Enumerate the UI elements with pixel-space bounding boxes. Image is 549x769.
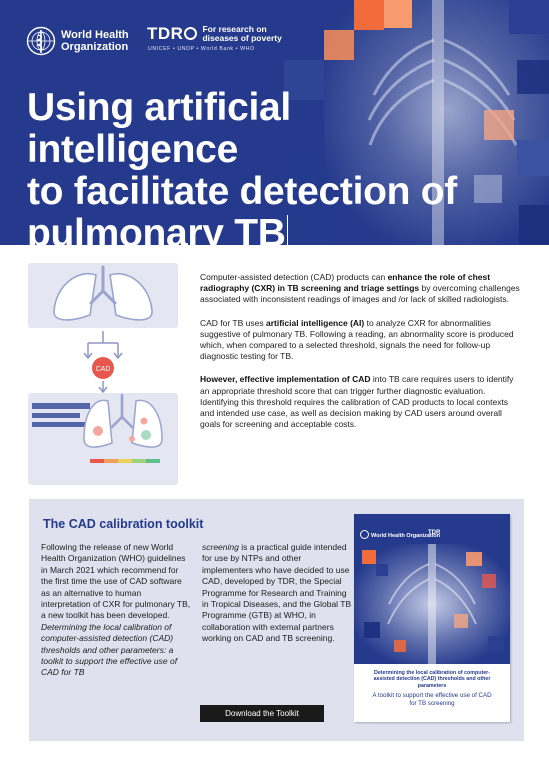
report-line bbox=[32, 422, 86, 427]
tdr-mark: TDR bbox=[147, 24, 198, 44]
tdr-logo[interactable]: TDR For research on diseases of poverty … bbox=[147, 24, 282, 52]
toolkit-title: The CAD calibration toolkit bbox=[43, 517, 204, 531]
cover-subtitle: A toolkit to support the effective use o… bbox=[372, 692, 492, 707]
toolkit-cover[interactable]: World Health Organization TDR Determinin… bbox=[354, 514, 510, 722]
intro-paragraph-3: However, effective implementation of CAD… bbox=[200, 374, 514, 430]
tdr-tagline-2: diseases of poverty bbox=[202, 33, 282, 43]
report-line bbox=[32, 413, 80, 418]
title-line-1: Using artificial intelligence bbox=[27, 86, 291, 171]
xray-mosaic bbox=[284, 0, 549, 245]
lungs-abnormal-icon bbox=[83, 393, 163, 448]
intro-paragraph-1: Computer-assisted detection (CAD) produc… bbox=[200, 272, 520, 305]
cad-badge bbox=[92, 357, 114, 379]
toolkit-column-2: screening is a practical guide intended … bbox=[202, 542, 352, 644]
cover-xray-image bbox=[354, 544, 510, 664]
who-logo-line1: World Health bbox=[61, 29, 129, 41]
who-logo[interactable]: World Health Organization bbox=[26, 26, 129, 56]
cover-title-box: Determining the local calibration of com… bbox=[354, 664, 510, 722]
intro-text: Computer-assisted detection (CAD) produc… bbox=[200, 272, 522, 442]
cad-illustration: CAD bbox=[28, 263, 178, 485]
toolkit-column-1: Following the release of new World Healt… bbox=[41, 542, 191, 678]
score-bar bbox=[90, 459, 160, 463]
report-line bbox=[32, 403, 90, 409]
cover-tdr-logo: TDR bbox=[428, 530, 441, 536]
tdr-sponsors: UNICEF • UNDP • World Bank • WHO bbox=[148, 46, 255, 52]
who-emblem-icon bbox=[26, 26, 56, 56]
lungs-icon bbox=[53, 265, 153, 321]
header-banner: World Health Organization TDR For resear… bbox=[0, 0, 549, 245]
download-toolkit-button[interactable]: Download the Toolkit bbox=[200, 705, 324, 722]
cad-badge-label: CAD bbox=[96, 366, 111, 373]
cover-title: Determining the local calibration of com… bbox=[373, 670, 491, 689]
text-cursor bbox=[286, 215, 288, 245]
intro-paragraph-2: CAD for TB uses artificial intelligence … bbox=[200, 317, 514, 362]
title-line-2: to facilitate detection of bbox=[27, 170, 457, 213]
who-emblem-icon bbox=[360, 530, 369, 539]
title-line-3: pulmonary TB bbox=[27, 212, 286, 246]
who-logo-line2: Organization bbox=[61, 41, 129, 53]
tdr-tagline-1: For research on bbox=[202, 24, 267, 34]
cover-logos: World Health Organization TDR bbox=[360, 530, 440, 539]
page-title: Using artificial intelligence to facilit… bbox=[27, 87, 507, 245]
tdr-ring-icon bbox=[184, 27, 198, 40]
flow-arrows bbox=[83, 331, 123, 394]
